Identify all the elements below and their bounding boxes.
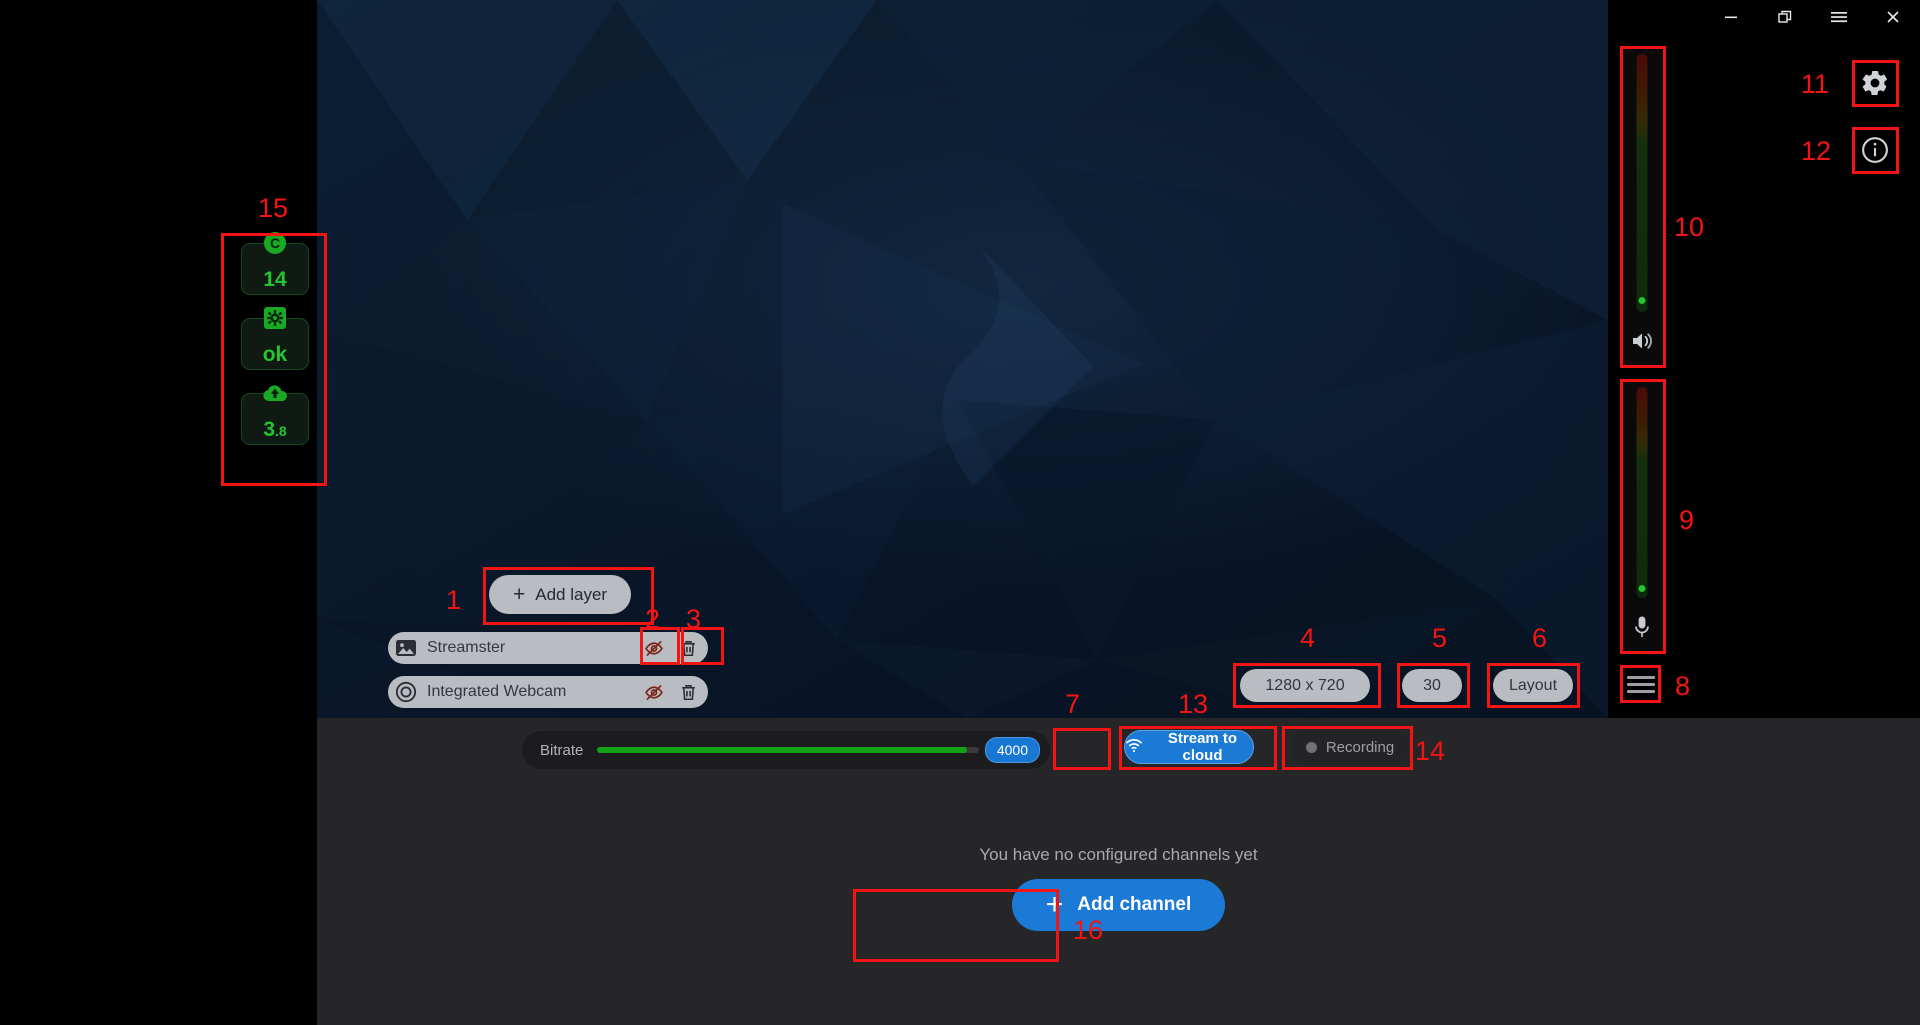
restore-icon[interactable] (1758, 0, 1812, 34)
no-channels-message: You have no configured channels yet (979, 845, 1258, 864)
annotation-number-12: 12 (1801, 136, 1832, 166)
layer-row[interactable]: Streamster (388, 632, 708, 664)
gear-icon (1862, 70, 1887, 96)
stat-cpu-value: 14 (263, 268, 287, 291)
layer-name: Streamster (427, 639, 506, 656)
hamburger-icon[interactable] (1627, 671, 1655, 697)
stat-status-value: ok (262, 343, 288, 366)
left-black-panel (0, 0, 317, 1025)
add-layer-label: Add layer (535, 584, 608, 604)
layer-row[interactable]: Integrated Webcam (388, 676, 708, 708)
microphone-level-meter[interactable] (1620, 379, 1664, 654)
wifi-icon (1125, 738, 1143, 757)
window-titlebar (1590, 0, 1920, 34)
annotation-number-11: 11 (1801, 69, 1830, 99)
stat-cpu[interactable]: C 14 (241, 232, 309, 295)
stat-upload[interactable]: 3.8 (241, 385, 309, 445)
speaker-level-indicator (1638, 297, 1646, 304)
stat-status[interactable]: ok (241, 307, 309, 370)
microphone-level-indicator (1638, 585, 1646, 592)
recording-button[interactable]: Recording (1291, 730, 1409, 764)
gear-icon (262, 305, 288, 331)
stream-to-cloud-label: Stream to cloud (1167, 730, 1238, 764)
microphone-icon[interactable] (1629, 614, 1655, 640)
svg-text:C: C (270, 235, 280, 251)
layer-list: Streamster Integrated Webcam (388, 632, 708, 720)
layout-button[interactable]: Layout (1493, 669, 1573, 702)
hamburger-icon[interactable] (1812, 0, 1866, 34)
add-layer-button[interactable]: + Add layer (489, 575, 632, 614)
info-button[interactable] (1855, 130, 1895, 170)
cpu-icon: C (262, 230, 288, 256)
webcam-icon (394, 681, 417, 704)
stat-upload-value: 3 (263, 418, 275, 441)
annotation-number-8: 8 (1675, 671, 1691, 701)
bitrate-control[interactable]: Bitrate 4000 (522, 731, 1050, 769)
stat-upload-sub: .8 (275, 423, 287, 439)
annotation-number-10: 10 (1674, 212, 1705, 242)
channels-section: You have no configured channels yet + Ad… (317, 845, 1920, 931)
microphone-meter-bar (1636, 387, 1648, 598)
record-dot-icon (1305, 741, 1317, 753)
add-layer-container: + Add layer (489, 575, 632, 614)
settings-button[interactable] (1855, 63, 1895, 103)
fps-button[interactable]: 30 (1402, 669, 1462, 702)
bitrate-label: Bitrate (540, 741, 584, 759)
cloud-upload-icon (262, 380, 288, 406)
bitrate-slider-fill (597, 747, 968, 753)
bottom-panel (317, 718, 1920, 1025)
plus-icon: + (513, 583, 526, 606)
speaker-meter-bar (1636, 54, 1648, 312)
plus-icon: + (1045, 888, 1064, 921)
layer-actions (644, 632, 704, 664)
trash-icon[interactable] (678, 682, 698, 702)
stream-to-cloud-button[interactable]: Stream to cloud (1124, 730, 1254, 764)
recording-label: Recording (1325, 738, 1395, 756)
close-icon[interactable] (1866, 0, 1920, 34)
eye-slash-icon[interactable] (644, 682, 664, 702)
speaker-level-meter[interactable] (1620, 46, 1664, 368)
minimize-icon[interactable] (1704, 0, 1758, 34)
image-icon (394, 637, 417, 660)
resolution-button[interactable]: 1280 x 720 (1240, 669, 1370, 702)
preview-canvas[interactable] (317, 0, 1608, 718)
low-poly-background (317, 0, 1608, 718)
add-channel-label: Add channel (1077, 894, 1192, 915)
eye-slash-icon[interactable] (644, 638, 664, 658)
streamster-logo (782, 204, 1143, 514)
add-channel-button[interactable]: + Add channel (1011, 879, 1226, 931)
layer-actions (644, 676, 704, 708)
speaker-icon[interactable] (1629, 328, 1655, 354)
trash-icon[interactable] (678, 638, 698, 658)
bitrate-slider[interactable] (597, 747, 979, 753)
stats-panel: C 14 ok 3.8 (225, 232, 325, 445)
annotation-number-9: 9 (1679, 505, 1695, 535)
info-icon (1862, 137, 1888, 163)
bitrate-value[interactable]: 4000 (984, 737, 1040, 763)
layer-name: Integrated Webcam (427, 683, 567, 700)
